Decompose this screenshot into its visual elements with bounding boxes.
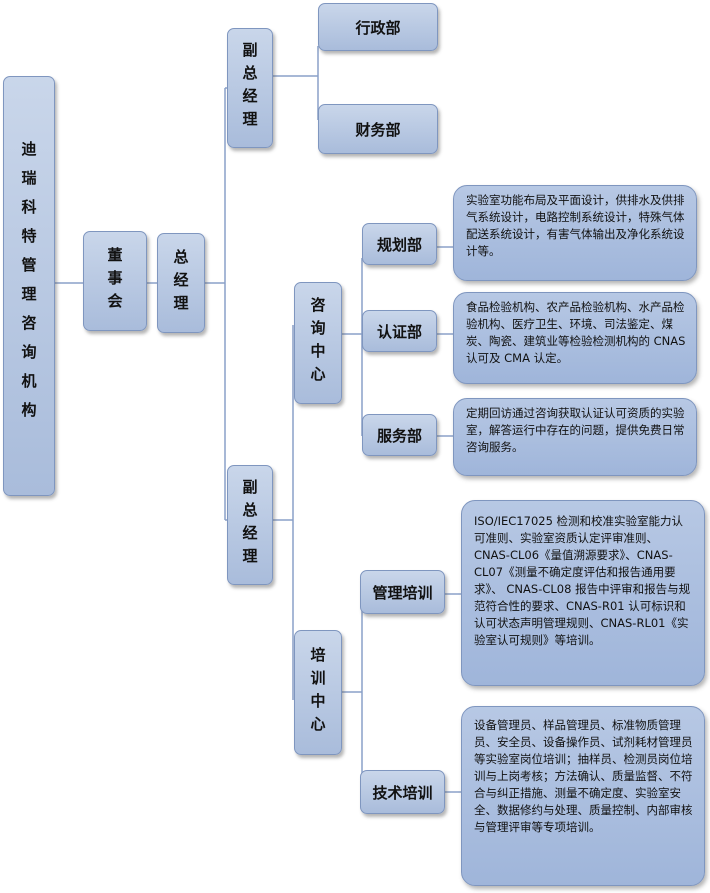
planning-dept-label: 规划部 — [376, 235, 422, 254]
vice-general-manager-top-label: 副总经理 — [240, 42, 259, 134]
vice-general-manager-bottom-label: 副总经理 — [240, 479, 259, 571]
board-label: 董事会 — [105, 246, 124, 316]
consulting-center-label: 咨询中心 — [308, 297, 327, 389]
general-manager-box: 总经理 — [157, 233, 205, 333]
admin-dept-label: 行政部 — [355, 18, 401, 37]
service-dept-label: 服务部 — [376, 426, 422, 445]
certification-description-text: 食品检验机构、农产品检验机构、水产品检验机构、医疗卫生、环境、司法鉴定、煤炭、陶… — [466, 300, 686, 365]
technical-training-label: 技术培训 — [372, 783, 433, 802]
training-center-box: 培训中心 — [294, 630, 342, 755]
training-center-label: 培训中心 — [308, 646, 327, 739]
certification-dept-label: 认证部 — [376, 322, 422, 341]
certification-dept-box: 认证部 — [362, 310, 437, 352]
technical-training-description-text: 设备管理员、样品管理员、标准物质管理员、安全员、设备操作员、试剂耗材管理员等实验… — [474, 718, 693, 834]
service-description: 定期回访通过咨询获取认证认可资质的实验室，解答运行中存在的问题，提供免费日常咨询… — [453, 398, 697, 476]
technical-training-description: 设备管理员、样品管理员、标准物质管理员、安全员、设备操作员、试剂耗材管理员等实验… — [461, 706, 705, 886]
root-organization-label: 迪瑞科特管理咨询机构 — [19, 141, 38, 431]
root-organization-box: 迪瑞科特管理咨询机构 — [3, 76, 55, 496]
board-box: 董事会 — [83, 231, 147, 331]
management-training-label: 管理培训 — [372, 583, 433, 602]
service-description-text: 定期回访通过咨询获取认证认可资质的实验室，解答运行中存在的问题，提供免费日常咨询… — [466, 406, 685, 454]
technical-training-box: 技术培训 — [360, 770, 445, 814]
planning-description-text: 实验室功能布局及平面设计，供排水及供排气系统设计，电路控制系统设计，特殊气体配送… — [466, 193, 685, 258]
management-training-description-text: ISO/IEC17025 检测和校准实验室能力认可准则、实验室资质认定评审准则、… — [474, 514, 691, 647]
general-manager-label: 总经理 — [171, 248, 190, 318]
consulting-center-box: 咨询中心 — [294, 282, 342, 404]
service-dept-box: 服务部 — [362, 414, 437, 456]
planning-dept-box: 规划部 — [362, 223, 437, 265]
vice-general-manager-bottom-box: 副总经理 — [227, 465, 273, 585]
certification-description: 食品检验机构、农产品检验机构、水产品检验机构、医疗卫生、环境、司法鉴定、煤炭、陶… — [453, 292, 697, 384]
management-training-box: 管理培训 — [360, 570, 445, 614]
management-training-description: ISO/IEC17025 检测和校准实验室能力认可准则、实验室资质认定评审准则、… — [461, 500, 705, 686]
admin-dept-box: 行政部 — [318, 3, 438, 51]
vice-general-manager-top-box: 副总经理 — [227, 28, 273, 148]
finance-dept-label: 财务部 — [355, 120, 401, 139]
planning-description: 实验室功能布局及平面设计，供排水及供排气系统设计，电路控制系统设计，特殊气体配送… — [453, 185, 697, 281]
finance-dept-box: 财务部 — [318, 104, 438, 154]
